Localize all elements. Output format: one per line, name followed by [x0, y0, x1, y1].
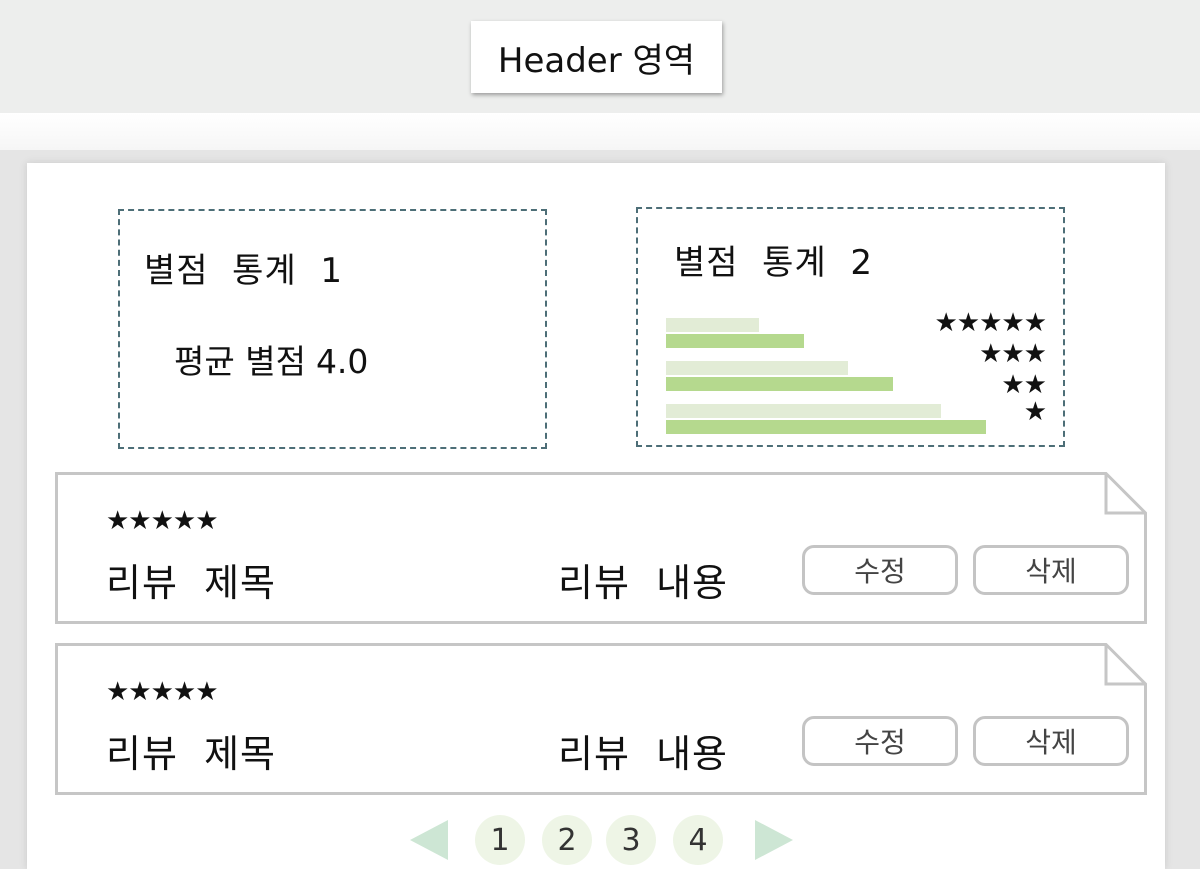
triangle-left-icon[interactable] — [410, 820, 448, 860]
page-1[interactable]: 1 — [475, 815, 525, 865]
review-stars: ★★★★★ — [106, 506, 219, 536]
review-card: ★★★★★ 리뷰 제목 리뷰 내용 수정 삭제 — [55, 643, 1147, 795]
review-content: 리뷰 내용 — [558, 732, 728, 776]
delete-button[interactable]: 삭제 — [973, 716, 1129, 766]
rating-bar-dark — [666, 334, 804, 348]
star-row-3: ★★★ — [979, 339, 1047, 369]
header-label: Header 영역 — [471, 21, 722, 93]
rating-bar-light — [666, 404, 941, 418]
page-3[interactable]: 3 — [606, 815, 656, 865]
rating-bar-light — [666, 318, 759, 332]
rating-stats-1-title: 별점 통계 1 — [144, 251, 343, 291]
edit-button[interactable]: 수정 — [802, 716, 958, 766]
edit-button[interactable]: 수정 — [802, 545, 958, 595]
review-content: 리뷰 내용 — [558, 561, 728, 605]
review-title: 리뷰 제목 — [106, 732, 276, 776]
header-spacer — [0, 113, 1200, 150]
star-row-1: ★ — [1023, 397, 1047, 427]
average-rating-value: 4.0 — [315, 342, 369, 381]
rating-bar-light — [666, 361, 848, 375]
delete-button[interactable]: 삭제 — [973, 545, 1129, 595]
rating-stats-2-title: 별점 통계 2 — [674, 243, 873, 283]
triangle-right-icon[interactable] — [755, 820, 793, 860]
rating-bar-dark — [666, 377, 893, 391]
review-stars: ★★★★★ — [106, 677, 219, 707]
rating-stats-2: 별점 통계 2 ★★★★★ ★★★ ★★ ★ — [636, 207, 1065, 447]
star-row-5: ★★★★★ — [934, 308, 1047, 338]
page-2[interactable]: 2 — [542, 815, 592, 865]
average-rating-label: 평균 별점 — [174, 342, 306, 381]
star-row-2: ★★ — [1001, 370, 1047, 400]
header-area: Header 영역 — [0, 0, 1200, 113]
rating-bar-dark — [666, 420, 986, 434]
page-4[interactable]: 4 — [673, 815, 723, 865]
review-title: 리뷰 제목 — [106, 561, 276, 605]
review-card: ★★★★★ 리뷰 제목 리뷰 내용 수정 삭제 — [55, 472, 1147, 624]
